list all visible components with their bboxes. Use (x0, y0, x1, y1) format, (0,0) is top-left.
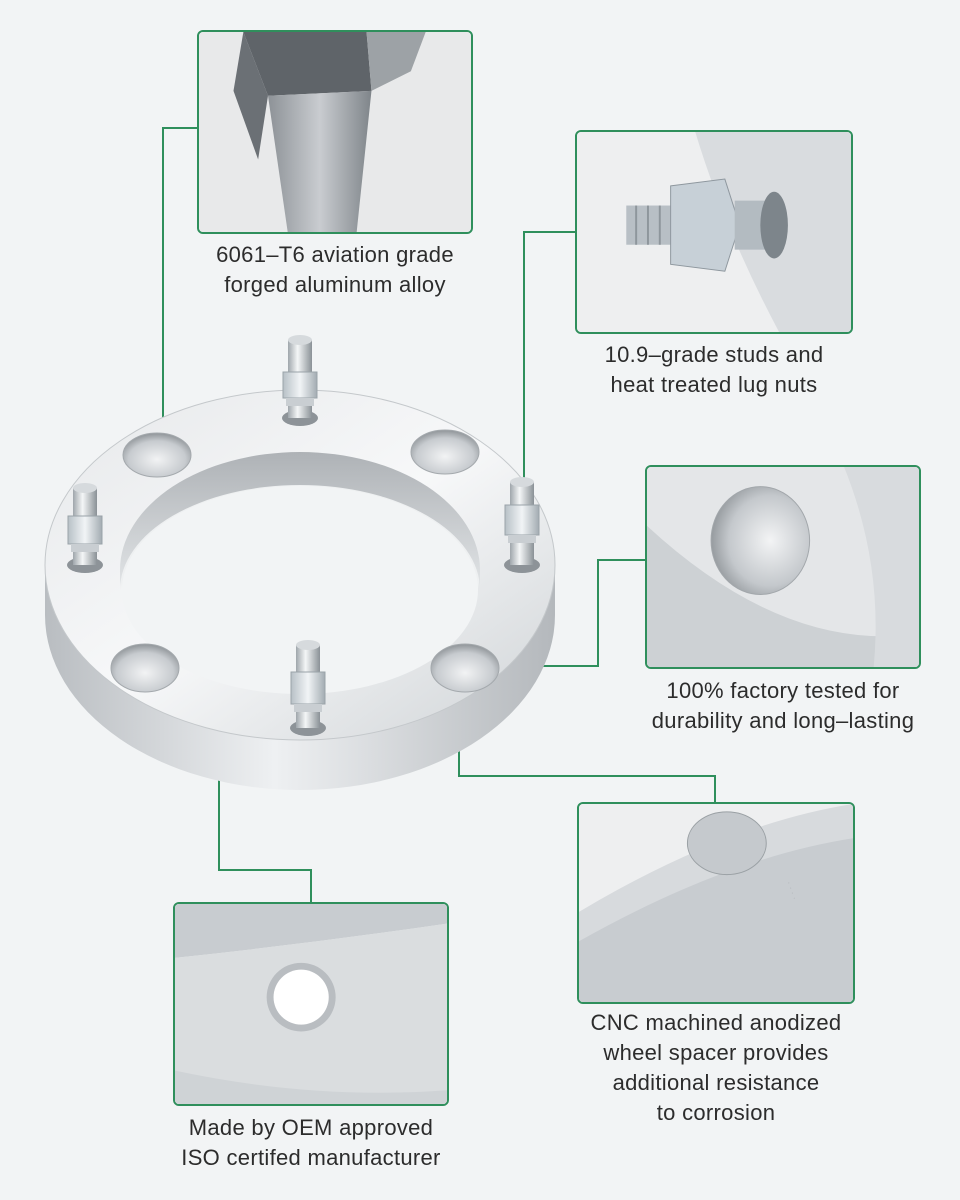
tested-closeup-box (645, 465, 921, 669)
material-closeup-box (197, 30, 473, 234)
bolt-hole-icon (647, 467, 919, 667)
cnc-caption: CNC machined anodized wheel spacer provi… (560, 1008, 872, 1128)
oem-caption-line2: ISO certifed manufacturer (181, 1145, 441, 1170)
stud-right (504, 477, 540, 573)
cnc-closeup-box: · · · · (577, 802, 855, 1004)
cnc-caption-line1: CNC machined anodized (590, 1010, 842, 1035)
aluminum-block-icon (199, 32, 471, 232)
cnc-caption-line2: wheel spacer provides (603, 1040, 829, 1065)
studs-caption: 10.9–grade studs and heat treated lug nu… (560, 340, 868, 400)
material-caption: 6061–T6 aviation grade forged aluminum a… (170, 240, 500, 300)
stud-left (67, 483, 103, 573)
studs-caption-line2: heat treated lug nuts (610, 372, 818, 397)
studs-closeup-box (575, 130, 853, 334)
stud-bottom (290, 640, 326, 736)
spacer-studs (67, 335, 540, 736)
oem-caption-line1: Made by OEM approved (188, 1115, 434, 1140)
cnc-caption-line4: to corrosion (656, 1100, 776, 1125)
material-caption-line1: 6061–T6 aviation grade (216, 242, 454, 267)
spacer-hole-icon (175, 904, 447, 1104)
studs-caption-line1: 10.9–grade studs and (604, 342, 824, 367)
stud-and-lug-nut-icon (577, 132, 851, 332)
material-caption-line2: forged aluminum alloy (224, 272, 446, 297)
tested-caption: 100% factory tested for durability and l… (625, 676, 941, 736)
cnc-caption-line3: additional resistance (612, 1070, 820, 1095)
oem-caption: Made by OEM approved ISO certifed manufa… (150, 1113, 472, 1173)
oem-closeup-box (173, 902, 449, 1106)
tested-caption-line2: durability and long–lasting (651, 708, 915, 733)
spacer-bolt-holes (110, 429, 500, 693)
stud-top (282, 335, 318, 426)
spacer-side-wall (45, 565, 555, 790)
machined-edge-icon: · · · · (579, 804, 853, 1002)
tested-caption-line1: 100% factory tested for (666, 678, 900, 703)
